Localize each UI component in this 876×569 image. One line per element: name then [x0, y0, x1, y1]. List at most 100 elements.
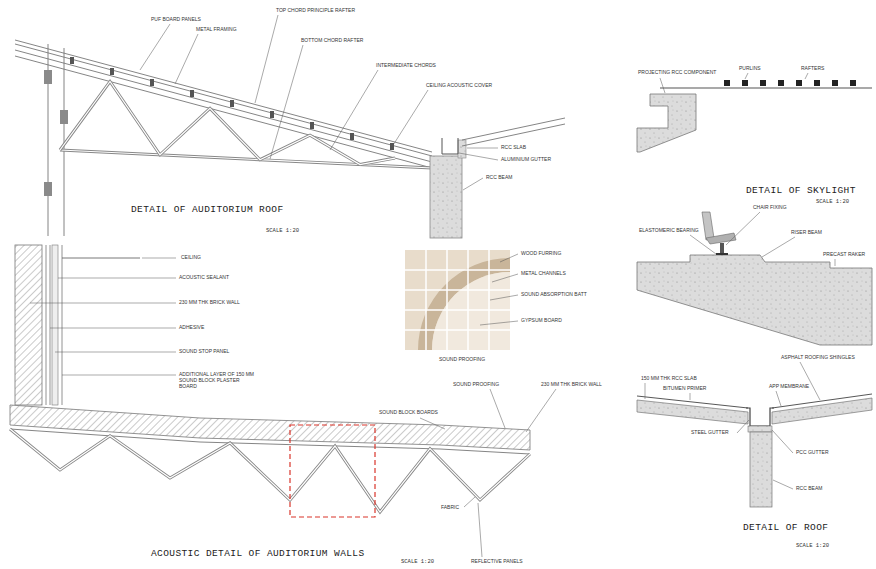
panel-block	[350, 133, 354, 140]
leader-line	[480, 321, 518, 325]
part-label: RCC BEAM	[795, 486, 823, 492]
leader-line	[463, 178, 483, 190]
detail-title: ACOUSTIC DETAIL OF AUDITORIUM WALLS	[150, 549, 366, 560]
part-label: PUF BOARD PANELS	[150, 17, 202, 23]
part-label: PROJECTING RCC COMPONENT	[637, 70, 717, 76]
part-label: BOTTOM CHORD RAFTER	[300, 38, 364, 44]
purlin	[832, 80, 838, 86]
projecting-rcc	[637, 94, 696, 152]
bottom-chord-core	[60, 150, 432, 168]
roof-detail	[637, 394, 872, 507]
leader-line	[62, 375, 176, 376]
part-label: WOOD FURRING	[520, 251, 562, 257]
post-block	[60, 110, 68, 124]
purlins	[724, 80, 856, 86]
part-label: RISER BEAM	[790, 230, 823, 236]
membrane-line	[637, 396, 748, 408]
part-label: FABRIC	[440, 505, 460, 511]
leader-line	[660, 78, 665, 93]
leader-line	[773, 480, 793, 489]
leader-line	[270, 45, 303, 159]
part-label: SOUND ABSORPTION BATT	[520, 292, 588, 298]
part-label: GYPSUM BOARD	[520, 318, 563, 324]
post-block	[44, 182, 52, 196]
auditorium-roof-truss	[15, 40, 432, 236]
scale-note: SCALE 1:20	[815, 199, 850, 205]
leader-line	[500, 254, 518, 262]
leader-lines	[30, 15, 835, 557]
grid-line	[405, 309, 510, 311]
detail-title: DETAIL OF AUDITORIUM ROOF	[130, 205, 285, 216]
leader-line	[726, 212, 760, 245]
leader-line	[255, 15, 278, 103]
part-label: 230 MM THK BRICK WALL	[540, 382, 603, 388]
reflective-panels	[10, 429, 530, 512]
part-label: REFLECTIVE PANELS	[470, 559, 524, 565]
leader-line	[390, 90, 428, 150]
sound-stop-panel	[52, 245, 58, 405]
leader-line	[420, 418, 445, 429]
chair-back	[702, 212, 714, 240]
precast-raker	[637, 255, 872, 345]
membrane-line	[772, 394, 872, 408]
purlin	[850, 80, 856, 86]
part-label: ASPHALT ROOFING SHINGLES	[780, 355, 856, 361]
part-label: PURLINS	[738, 66, 762, 72]
purlin	[724, 80, 730, 86]
sound-proofing-tile	[405, 250, 510, 350]
purlin	[742, 80, 748, 86]
part-label: RAFTERS	[800, 66, 825, 72]
leader-line	[58, 278, 176, 279]
wall-band	[10, 405, 530, 450]
leader-line	[459, 153, 498, 160]
rcc-slab	[637, 400, 748, 424]
part-label: 230 MM THK BRICK WALL	[178, 300, 241, 306]
panel-block	[230, 100, 234, 107]
panel-block	[190, 90, 194, 97]
leader-line	[805, 73, 808, 79]
detail-title: DETAIL OF ROOF	[742, 523, 829, 534]
leader-line	[772, 430, 793, 453]
acoustic-wall	[10, 405, 530, 517]
grid-line	[405, 329, 510, 331]
rcc-slab	[458, 140, 466, 158]
panel-block	[150, 79, 154, 86]
top-chord-line	[15, 50, 432, 162]
part-label: RCC BEAM	[485, 175, 513, 181]
leader-line	[526, 389, 556, 432]
furring-grid	[405, 250, 510, 350]
rcc-beam	[750, 432, 772, 507]
leader-line	[30, 303, 176, 304]
layer-line	[62, 245, 63, 405]
ceiling-line	[62, 258, 140, 259]
part-label: CEILING	[180, 255, 202, 261]
part-label: SOUND PROOFING	[438, 357, 486, 363]
part-label: ADHESIVE	[178, 325, 205, 331]
leader-line	[645, 383, 646, 399]
scale-note: SCALE 1:20	[400, 559, 435, 565]
leader-line	[140, 24, 170, 70]
top-chord-line	[15, 40, 432, 152]
part-label: STEEL GUTTER	[690, 430, 730, 436]
leader-line	[690, 235, 716, 254]
leader-line	[800, 362, 820, 400]
web-members-core	[60, 82, 395, 165]
roof-line	[462, 118, 565, 140]
absorption-band	[418, 258, 510, 350]
leader-line	[776, 391, 781, 406]
rafter-line	[660, 87, 872, 88]
leader-line	[467, 148, 498, 149]
part-label: ELASTOMERIC BEARING	[638, 228, 700, 234]
grid-line	[405, 269, 510, 271]
part-label: RCC SLAB	[500, 145, 527, 151]
part-label: METAL CHANNELS	[520, 271, 567, 277]
steel-gutter	[746, 408, 774, 426]
top-chord-line	[15, 44, 432, 156]
part-label: PRECAST RAKER	[822, 252, 866, 258]
purlin	[796, 80, 802, 86]
reflective-panels-core	[10, 429, 530, 512]
leader-line	[737, 420, 749, 433]
raker-detail	[637, 212, 872, 345]
grid-line	[488, 250, 490, 350]
